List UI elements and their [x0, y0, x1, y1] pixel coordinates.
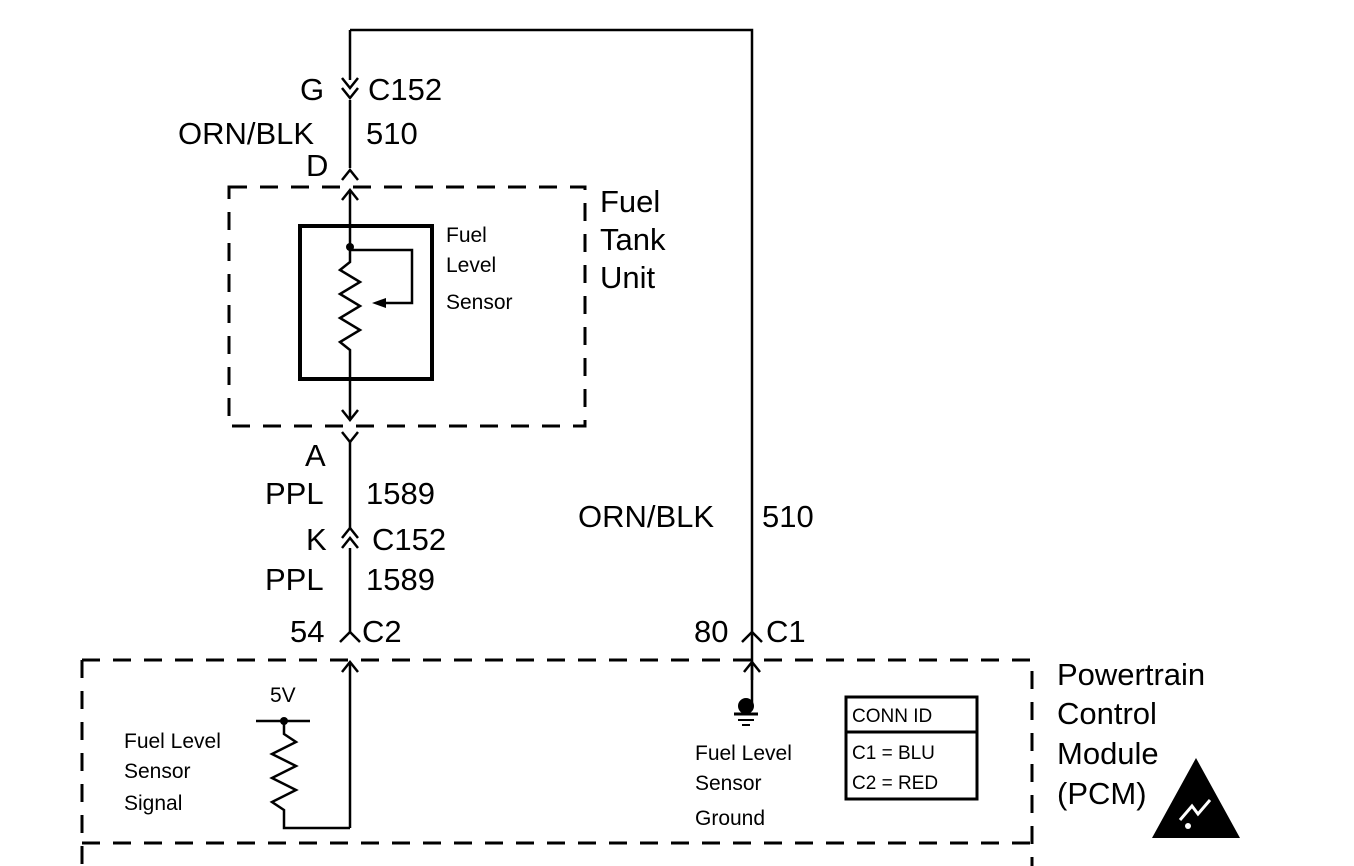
ground-label-1: Fuel Level [695, 742, 792, 765]
wire-color-ppl-lower: PPL [265, 562, 324, 597]
fuel-tank-unit-title-1: Fuel [600, 184, 660, 219]
circuit-1589-lower: 1589 [366, 562, 435, 597]
conn-id-header: CONN ID [852, 706, 932, 727]
ground-label-3: Ground [695, 807, 765, 830]
pin-a-connector [341, 431, 359, 445]
ground-icon [734, 698, 758, 726]
fuel-level-sensor-label-3: Sensor [446, 291, 513, 314]
conn-id-table: CONN ID C1 = BLU C2 = RED [844, 695, 979, 801]
potentiometer-resistor-icon [337, 247, 363, 420]
circuit-510-top: 510 [366, 116, 418, 151]
signal-label-2: Sensor [124, 760, 191, 783]
connector-c152-mid-label: C152 [372, 522, 446, 557]
arrow-into-pcm-signal-icon [341, 659, 359, 673]
pin-a-label: A [305, 438, 326, 473]
connector-c152-top-label: C152 [368, 72, 442, 107]
fuel-tank-unit-box [227, 185, 587, 428]
pin-80-connector [741, 630, 763, 643]
potentiometer-wiper [350, 248, 414, 305]
fuel-level-sensor-label-1: Fuel [446, 224, 487, 247]
fuel-level-sensor-box [298, 224, 434, 381]
5v-label: 5V [270, 684, 296, 707]
pcm-title-2: Control [1057, 696, 1157, 731]
pcm-connector-c2: C2 [362, 614, 402, 649]
pin-d-label: D [306, 148, 328, 183]
arrow-down-icon [341, 409, 359, 423]
arrow-up-icon [341, 187, 359, 201]
pcm-connector-c1: C1 [766, 614, 806, 649]
conn-id-row-c1: C1 = BLU [852, 743, 935, 764]
wire-color-ppl-upper: PPL [265, 476, 324, 511]
wire-color-orn-blk-right: ORN/BLK [578, 499, 714, 534]
pcm-title-4: (PCM) [1057, 776, 1147, 811]
circuit-510-right: 510 [762, 499, 814, 534]
esd-warning-icon [1152, 758, 1240, 838]
pin-k-label: K [306, 522, 327, 557]
circuit-1589-upper: 1589 [366, 476, 435, 511]
arrow-into-pcm-ground-icon [743, 659, 761, 673]
pcm-title-3: Module [1057, 736, 1159, 771]
pin-g-label: G [300, 72, 324, 107]
wire-color-orn-blk-top: ORN/BLK [178, 116, 314, 151]
pin-d-receptacle [341, 167, 359, 181]
pcm-title-1: Powertrain [1057, 657, 1205, 692]
pcm-pin-54: 54 [290, 614, 324, 649]
conn-id-row-c2: C2 = RED [852, 773, 938, 794]
fuel-tank-unit-title-3: Unit [600, 260, 656, 295]
pcm-box [80, 658, 1034, 866]
5v-node-dot [280, 717, 288, 725]
pullup-resistor-icon [269, 722, 350, 830]
signal-label-1: Fuel Level [124, 730, 221, 753]
connector-c152-mid [341, 525, 359, 549]
fuel-tank-unit-title-2: Tank [600, 222, 666, 257]
wire-orn-blk-510-loop [350, 28, 754, 680]
connector-c152-top [341, 77, 359, 101]
pin-54-connector [339, 630, 361, 643]
wiper-arrow-icon [372, 298, 386, 308]
ground-label-2: Sensor [695, 772, 762, 795]
signal-label-3: Signal [124, 792, 182, 815]
pcm-pin-80: 80 [694, 614, 728, 649]
fuel-level-sensor-label-2: Level [446, 254, 496, 277]
